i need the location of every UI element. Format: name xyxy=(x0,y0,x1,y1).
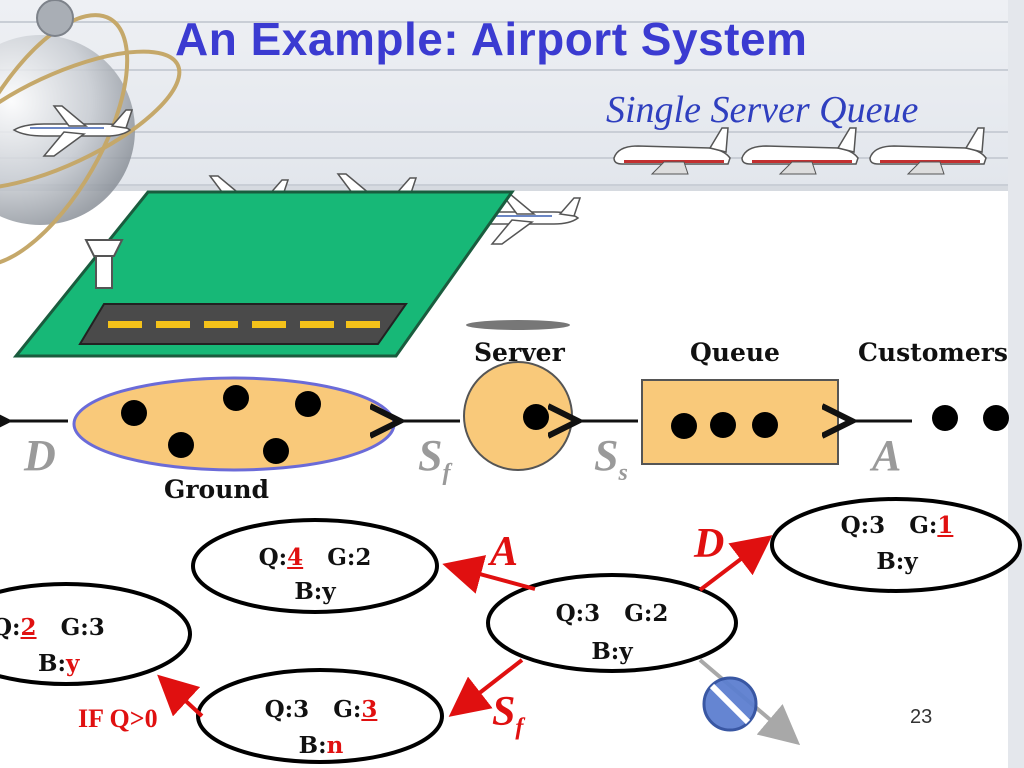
queue-node xyxy=(641,379,839,465)
state-service-finish: Q:3 G:3 B:n xyxy=(264,696,378,759)
transition-service-finish-label: Sf xyxy=(492,689,524,741)
state-center: Q:3 G:2 B:y xyxy=(555,600,669,665)
runway xyxy=(78,303,408,345)
airplane-shadow xyxy=(466,320,570,330)
control-tower-icon xyxy=(84,239,124,289)
customer-aircraft-dots xyxy=(932,405,1009,431)
ground-aircraft-dots xyxy=(121,385,321,464)
state-departure: Q:3 G:1 B:y xyxy=(840,512,954,575)
transition-arrival-label: A xyxy=(490,529,519,575)
transition-departure-label: D xyxy=(694,521,725,567)
runway-markings xyxy=(108,321,380,328)
state-nodes xyxy=(0,497,1022,764)
arrival-event-label: A xyxy=(872,431,902,480)
queue-label: Queue xyxy=(690,338,780,367)
server-node xyxy=(463,361,573,471)
slide-title: An Example: Airport System xyxy=(175,13,808,65)
state-transitions xyxy=(157,535,773,718)
ground-label: Ground xyxy=(164,475,270,504)
state-arrival: Q:4 G:2 B:y xyxy=(258,544,372,605)
server-label: Server xyxy=(474,338,565,367)
transition-condition-label: IF Q>0 xyxy=(78,704,158,733)
queue-aircraft-dots xyxy=(671,412,778,439)
page-number: 23 xyxy=(910,706,933,728)
service-start-event-label: Ss xyxy=(594,431,628,486)
departure-event-label: D xyxy=(24,431,56,480)
slide-subtitle: Single Server Queue xyxy=(606,89,919,131)
disabled-transition xyxy=(698,658,801,746)
state-next-service: Q:2 G:3 B:y xyxy=(0,614,105,677)
service-finish-event-label: Sf xyxy=(418,431,451,486)
server-aircraft-dot xyxy=(523,404,549,430)
customers-label: Customers xyxy=(858,338,1008,367)
